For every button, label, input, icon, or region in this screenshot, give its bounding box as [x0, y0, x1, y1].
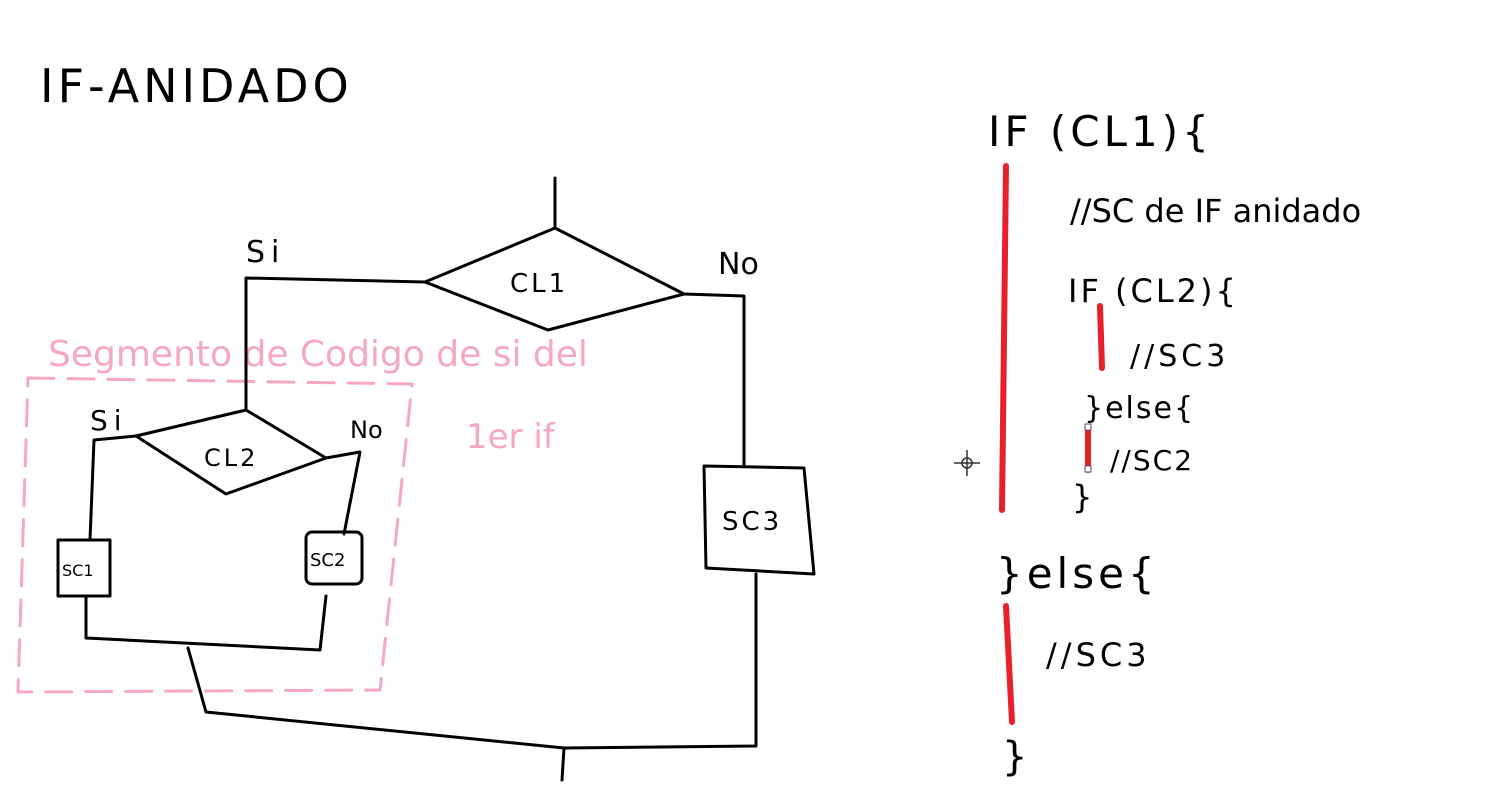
annotation-text-line2: 1er if	[466, 417, 556, 457]
process-box-sc3	[702, 464, 816, 576]
cl2-no-label: No	[350, 416, 383, 444]
crosshair-cursor-icon	[954, 450, 980, 476]
decision-cl2	[134, 408, 328, 496]
cl1-yes-label: Si	[246, 235, 285, 270]
highlight-bar-inner-if	[1097, 303, 1105, 371]
selection-handle-bottom[interactable]	[1084, 465, 1092, 473]
code-line-6: //SC2	[1110, 444, 1194, 477]
flowchart-inner	[56, 408, 364, 652]
diagram-title: IF-ANIDADO	[40, 59, 353, 113]
code-line-3: IF (CL2){	[1068, 272, 1239, 310]
process-box-sc1	[56, 538, 112, 598]
code-line-10: }	[1002, 734, 1027, 780]
annotation-text-line1: Segmento de Codigo de si del	[48, 334, 588, 375]
cl2-label: CL2	[204, 444, 258, 472]
code-line-1: IF (CL1){	[988, 107, 1213, 156]
selection-handle-top[interactable]	[1084, 423, 1092, 431]
cl1-no-label: No	[718, 247, 759, 282]
highlight-bar-outer-if	[999, 163, 1009, 513]
code-line-2: //SC de IF anidado	[1070, 192, 1361, 230]
sc2-label: SC2	[310, 550, 345, 571]
process-box-sc2	[304, 530, 364, 586]
flowchart-outer	[186, 176, 816, 782]
code-line-7: }	[1072, 478, 1092, 516]
code-line-8: }else{	[996, 549, 1159, 598]
cl2-yes-label: Si	[90, 404, 128, 437]
highlight-bar-outer-else	[1003, 603, 1015, 725]
cl1-label: CL1	[510, 269, 568, 299]
code-line-4: //SC3	[1130, 339, 1229, 374]
code-line-5: }else{	[1084, 391, 1195, 426]
decision-cl1	[423, 226, 686, 332]
code-line-9: //SC3	[1046, 636, 1151, 674]
sc1-label: SC1	[62, 561, 94, 580]
sc3-label: SC3	[722, 507, 782, 537]
annotation-region	[16, 376, 414, 694]
